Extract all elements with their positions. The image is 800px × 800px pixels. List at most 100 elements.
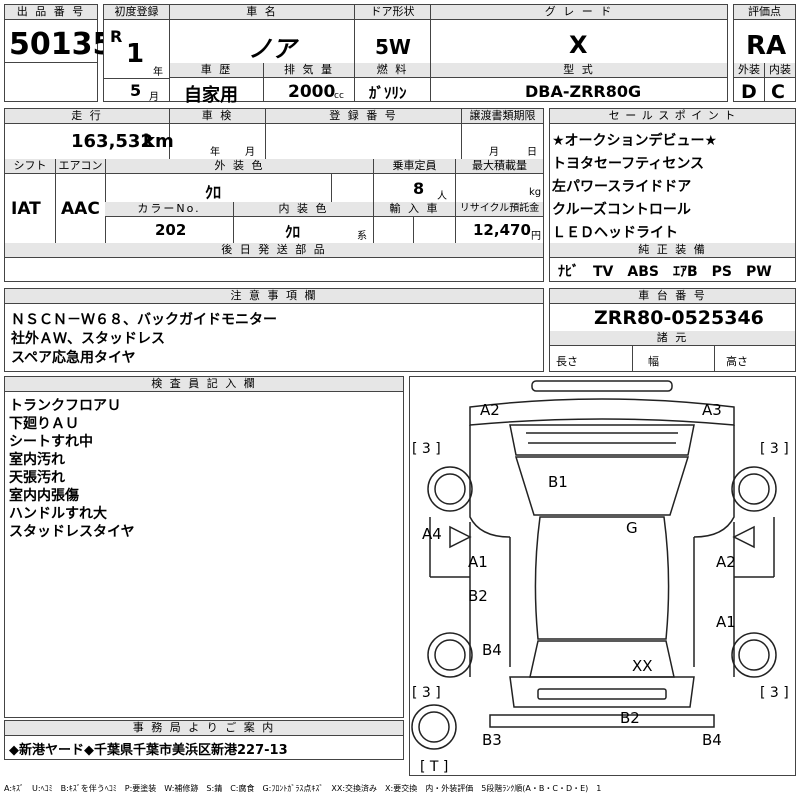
int-color-label: 内 装 色 (233, 202, 373, 217)
car-outline-svg: A2 A3 B1 G A4 A1 A2 B2 A1 B4 XX B2 B3 B4… (411, 380, 789, 775)
shift-label: シフト (5, 159, 55, 174)
mark-a4: A4 (422, 525, 442, 543)
mark-xx: XX (632, 657, 653, 675)
dims-label: 諸 元 (550, 331, 795, 346)
door-label: ドア形状 (355, 5, 430, 20)
sales-point-3: 左パワースライドドア (552, 179, 692, 195)
import-label: 輸 入 車 (373, 202, 455, 217)
int-color: ｸﾛ (285, 223, 301, 241)
tire-br: [ 3 ] (760, 685, 789, 701)
transfer-label: 譲渡書類期限 (461, 109, 543, 124)
mark-a2-top: A2 (480, 401, 500, 419)
chassis-label: 車 台 番 号 (550, 289, 795, 304)
seats-label: 乗車定員 (373, 159, 455, 174)
interior-label: 内装 (764, 63, 795, 78)
fuel-label: 燃 料 (355, 63, 430, 78)
recycle: 12,470 (473, 221, 531, 239)
note-line-2: 社外ＡＷ、スタッドレス (11, 331, 165, 347)
exterior-score: D (741, 81, 757, 103)
header-section: 出 品 番 号 50135 初度登録 R 1 年 5 月 車 名 ノア 車 歴 … (4, 4, 796, 106)
int-color-unit: 系 (357, 231, 367, 242)
history: 自家用 (184, 85, 238, 106)
transfer-month-unit: 月 (489, 147, 499, 158)
first-reg-cell: 初度登録 R 1 年 5 月 (103, 4, 170, 103)
note-line-1: ＮＳＣＮ－Ｗ６８、バックガイドモニター (11, 312, 277, 328)
tire-bl: [ 3 ] (412, 685, 441, 701)
model: DBA-ZRR80G (525, 82, 642, 101)
tire-spare: [ T ] (420, 759, 448, 775)
car-name: ノア (248, 35, 296, 63)
ac-label: エアコン (55, 159, 105, 174)
fuel: ｶﾞｿﾘﾝ (369, 84, 407, 102)
displacement-unit: cc (334, 91, 344, 101)
grade: X (569, 31, 588, 59)
inspector-label: 検 査 員 記 入 欄 (5, 377, 403, 392)
note-line-3: スペア応急用タイヤ (11, 350, 136, 366)
score-label: 評価点 (734, 5, 795, 20)
mark-a1-left: A1 (468, 553, 488, 571)
notes-section: 注 意 事 項 欄 ＮＳＣＮ－Ｗ６８、バックガイドモニター 社外ＡＷ、スタッドレ… (4, 288, 544, 372)
inspector-line-3: シートすれ中 (9, 434, 93, 450)
sales-point-4: クルーズコントロール (552, 202, 691, 218)
load-unit: kg (529, 187, 542, 198)
lot-label: 出 品 番 号 (5, 5, 97, 20)
reg-year: 1 (126, 39, 145, 69)
color-no: 202 (155, 221, 187, 239)
office-text: ◆新港ヤード◆千葉県千葉市美浜区新港227-13 (9, 743, 288, 758)
equipment: ﾅﾋﾞ TV ABS ｴｱB PS PW (558, 264, 772, 280)
mark-g: G (626, 519, 638, 537)
notes-label: 注 意 事 項 欄 (5, 289, 543, 304)
inspection-month-unit: 月 (245, 147, 255, 158)
height-label: 高さ (726, 355, 748, 368)
grade-cell: グ レ ー ド X 型 式 DBA-ZRR80G (430, 4, 728, 102)
inspector-line-5: 天張汚れ (9, 470, 65, 486)
tire-tr: [ 3 ] (760, 441, 789, 457)
inspector-line-2: 下廻りＡＵ (9, 416, 79, 432)
mark-a3-top: A3 (702, 401, 722, 419)
recycle-label: リサイクル預託金 (455, 202, 543, 217)
inspector-line-7: ハンドルすれ大 (9, 506, 107, 522)
inspector-line-8: スタッドレスタイヤ (9, 524, 135, 540)
mileage: 163,532 (71, 131, 153, 152)
shift: IAT (11, 199, 41, 219)
inspection-label: 車 検 (169, 109, 265, 124)
inspector-line-1: トランクフロアＵ (9, 398, 121, 414)
seats-unit: 人 (437, 191, 447, 202)
recycle-unit: 円 (531, 231, 541, 242)
model-label: 型 式 (431, 63, 727, 78)
car-name-label: 車 名 (170, 5, 354, 20)
length-label: 長さ (556, 355, 578, 368)
mileage-label: 走 行 (5, 109, 169, 124)
score: RA (746, 31, 787, 61)
mark-a2-right: A2 (716, 553, 736, 571)
ext-color-label: 外 装 色 (105, 159, 373, 174)
sales-point-1: ★オークションデビュー★ (552, 133, 718, 149)
chassis-number: ZRR80-0525346 (594, 307, 764, 329)
first-reg-label: 初度登録 (104, 5, 169, 20)
mark-b2-left: B2 (468, 587, 488, 605)
inspector-section: 検 査 員 記 入 欄 トランクフロアＵ 下廻りＡＵ シートすれ中 室内汚れ 天… (4, 376, 404, 718)
sales-point-2: トヨタセーフティセンス (552, 156, 705, 172)
era: R (110, 27, 123, 46)
chassis-section: 車 台 番 号 ZRR80-0525346 諸 元 長さ 幅 高さ (549, 288, 796, 372)
legend: A:ｷｽﾞ U:ﾍｺﾐ B:ｷｽﾞを伴うﾍｺﾐ P:要塗装 W:補修跡 S:錆 … (4, 784, 602, 793)
lot-cell: 出 品 番 号 50135 (4, 4, 113, 102)
later-parts-label: 後 日 発 送 部 品 (5, 243, 543, 258)
mark-b2-bottom: B2 (620, 709, 640, 727)
car-diagram: A2 A3 B1 G A4 A1 A2 B2 A1 B4 XX B2 B3 B4… (409, 376, 796, 776)
mark-b4-right: B4 (702, 731, 722, 749)
inspector-line-4: 室内汚れ (9, 452, 65, 468)
details-section: 走 行 車 検 登 録 番 号 譲渡書類期限 163,532 km 年 月 月 … (4, 108, 544, 282)
exterior-label: 外装 (734, 63, 764, 78)
inspection-year-unit: 年 (210, 147, 220, 158)
year-unit: 年 (153, 67, 163, 78)
reg-month: 5 (130, 81, 142, 100)
mark-b3: B3 (482, 731, 502, 749)
transfer-day-unit: 日 (527, 147, 537, 158)
ac: AAC (61, 199, 100, 219)
reg-no-label: 登 録 番 号 (265, 109, 461, 124)
mark-a1-right: A1 (716, 613, 736, 631)
inspector-line-6: 室内内張傷 (9, 488, 79, 504)
score-cell: 評価点 RA 外装 内装 D C (733, 4, 796, 103)
displacement: 2000 (288, 82, 336, 102)
